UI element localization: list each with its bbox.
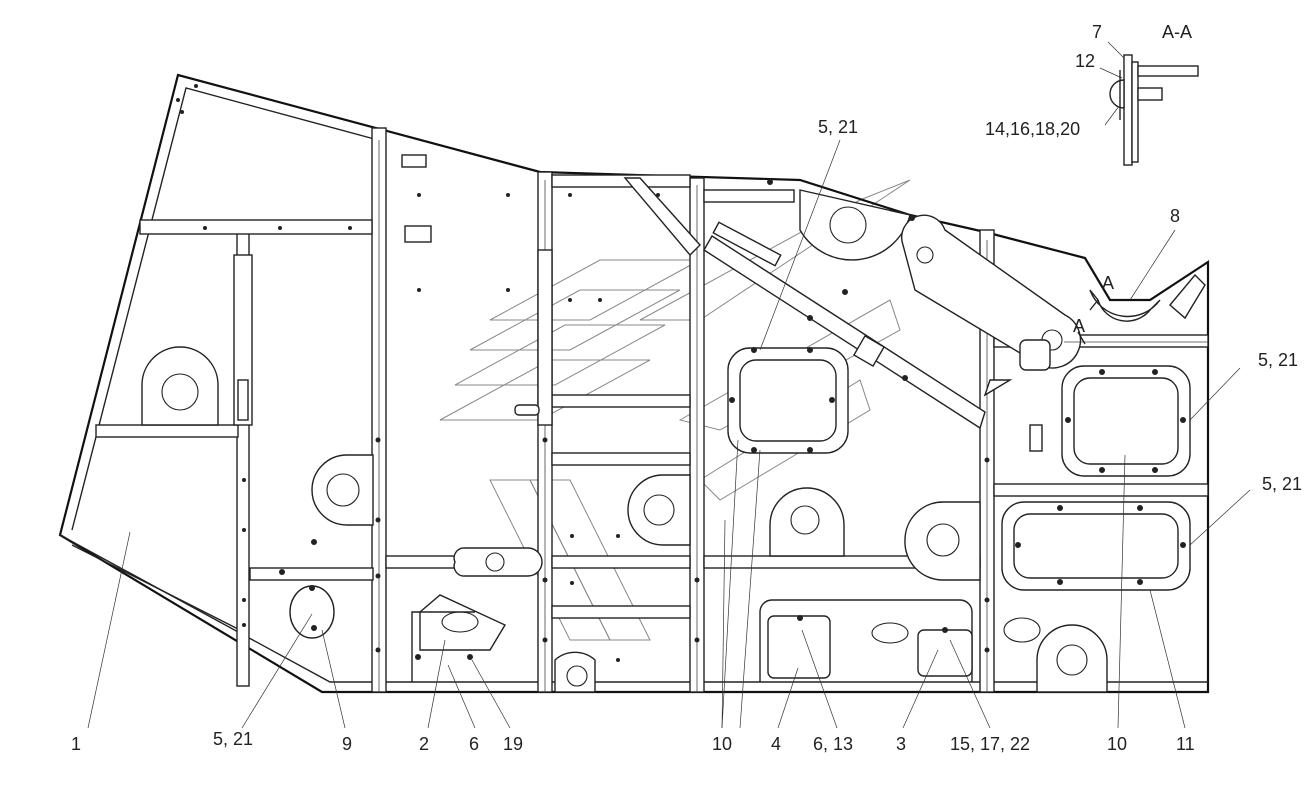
- callout-3: 3: [896, 734, 906, 754]
- callout-1: 1: [71, 734, 81, 754]
- gas-strut-left: [233, 249, 553, 426]
- callout-5-21-bottom: 5, 21: [213, 729, 253, 749]
- hinge-mechanism: [853, 214, 1208, 371]
- diagonal-braces: [623, 177, 1013, 430]
- section-mark-bottom: A: [1073, 316, 1085, 336]
- callout-5-21-top: 5, 21: [818, 117, 858, 137]
- callout-5-21-right-upper: 5, 21: [1258, 350, 1298, 370]
- callout-6: 6: [469, 734, 479, 754]
- callout-12: 12: [1075, 51, 1095, 71]
- callout-10-right: 10: [1107, 734, 1127, 754]
- access-openings: [727, 347, 1191, 591]
- section-mark-top: A: [1102, 273, 1114, 293]
- lower-covers: [289, 585, 1041, 682]
- frame-outline: [58, 73, 1210, 694]
- section-title: A-A: [1162, 22, 1192, 42]
- callout-15-17-22: 15, 17, 22: [950, 734, 1030, 754]
- callout-14-16-18-20: 14,16,18,20: [985, 119, 1080, 139]
- callout-7: 7: [1092, 22, 1102, 42]
- leader-lines: [87, 41, 1251, 729]
- callout-9: 9: [342, 734, 352, 754]
- section-detail: [1109, 54, 1199, 166]
- callout-5-21-right-lower: 5, 21: [1262, 474, 1302, 494]
- callout-8: 8: [1170, 206, 1180, 226]
- callout-6-13: 6, 13: [813, 734, 853, 754]
- callout-19: 19: [503, 734, 523, 754]
- callout-labels: A-A 7 12 14,16,18,20 5, 21 8 5, 21 5, 21…: [71, 22, 1302, 754]
- callout-11: 11: [1176, 734, 1195, 754]
- bolts: [176, 84, 1186, 662]
- section-cut-arrows: A A: [1073, 273, 1114, 345]
- callout-4: 4: [771, 734, 781, 754]
- callout-2: 2: [419, 734, 429, 754]
- small-tabs: [401, 154, 1043, 452]
- bearing-lugs: [141, 189, 1108, 693]
- centre-link: [453, 221, 782, 577]
- callout-10-left: 10: [712, 734, 732, 754]
